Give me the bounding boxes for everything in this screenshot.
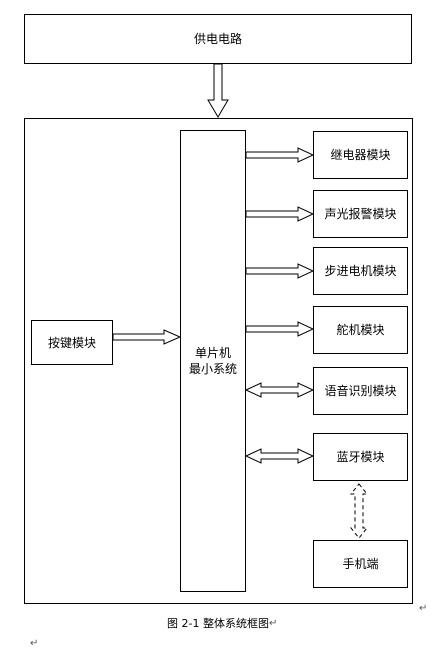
servo-module-block: 舵机模块 bbox=[313, 306, 408, 354]
stepper-module-label: 步进电机模块 bbox=[324, 264, 397, 278]
relay-module-block: 继电器模块 bbox=[313, 131, 408, 179]
mcu-label-line1: 单片机 bbox=[194, 346, 231, 360]
servo-module-label: 舵机模块 bbox=[336, 323, 385, 337]
arrow-mcu-to-alarm bbox=[245, 206, 315, 222]
keypad-block: 按键模块 bbox=[31, 320, 113, 365]
mcu-label-line2: 最小系统 bbox=[188, 362, 237, 376]
arrow-power-to-system bbox=[207, 63, 229, 118]
voice-module-label: 语音识别模块 bbox=[324, 384, 397, 398]
voice-module-block: 语音识别模块 bbox=[313, 367, 408, 415]
stepper-module-block: 步进电机模块 bbox=[313, 247, 408, 295]
arrow-bluetooth-phone-wireless bbox=[349, 483, 369, 539]
mcu-block: 单片机 最小系统 bbox=[180, 130, 246, 592]
power-supply-label: 供电电路 bbox=[193, 32, 242, 46]
paragraph-mark-bottom: ↵ bbox=[30, 638, 39, 649]
keypad-label: 按键模块 bbox=[47, 335, 96, 350]
arrow-mcu-to-relay bbox=[245, 147, 315, 163]
power-supply-block: 供电电路 bbox=[24, 14, 412, 64]
system-frame bbox=[24, 118, 413, 604]
alarm-module-block: 声光报警模块 bbox=[313, 190, 408, 238]
bluetooth-module-label: 蓝牙模块 bbox=[336, 450, 385, 464]
arrow-keypad-to-mcu bbox=[112, 329, 182, 345]
paragraph-mark-right: ↵ bbox=[419, 603, 428, 614]
bluetooth-module-block: 蓝牙模块 bbox=[313, 433, 408, 481]
phone-label: 手机端 bbox=[342, 557, 379, 571]
figure-caption: 图 2-1 整体系统框图↵ bbox=[167, 617, 277, 631]
relay-module-label: 继电器模块 bbox=[330, 148, 391, 162]
figure-caption-text: 图 2-1 整体系统框图 bbox=[167, 617, 269, 630]
arrow-mcu-to-servo bbox=[245, 321, 315, 337]
paragraph-mark: ↵ bbox=[268, 618, 278, 629]
arrow-mcu-to-stepper bbox=[245, 263, 315, 279]
alarm-module-label: 声光报警模块 bbox=[324, 207, 397, 221]
phone-block: 手机端 bbox=[313, 540, 408, 588]
